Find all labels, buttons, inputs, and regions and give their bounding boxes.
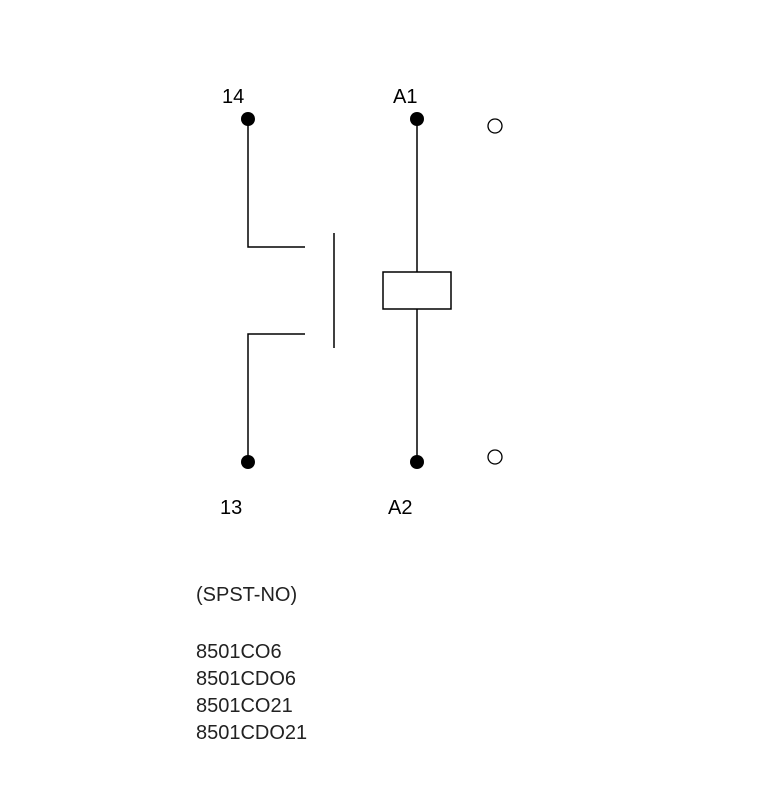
terminal-dot-a2 [410, 455, 424, 469]
open-terminal-top [487, 118, 503, 134]
part-number: 8501CO6 [196, 641, 282, 663]
terminal-label-14: 14 [222, 86, 244, 108]
terminal-label-a1: A1 [393, 86, 417, 108]
terminal-dot-14 [241, 112, 255, 126]
part-number-list: 8501CO6 8501CDO6 8501CO21 8501CDO21 [196, 639, 307, 747]
terminal-label-13: 13 [220, 497, 242, 519]
open-terminal-bottom [487, 449, 503, 465]
contact-type-label: (SPST-NO) [196, 584, 298, 606]
contact-wire-14 [247, 119, 305, 248]
part-number: 8501CO21 [196, 695, 293, 717]
terminal-dot-a1 [410, 112, 424, 126]
contact-wire-13 [247, 333, 305, 462]
terminal-label-a2: A2 [388, 497, 412, 519]
part-number: 8501CDO21 [196, 722, 308, 744]
coil-symbol [382, 271, 452, 310]
terminal-dot-13 [241, 455, 255, 469]
part-number: 8501CDO6 [196, 668, 297, 690]
